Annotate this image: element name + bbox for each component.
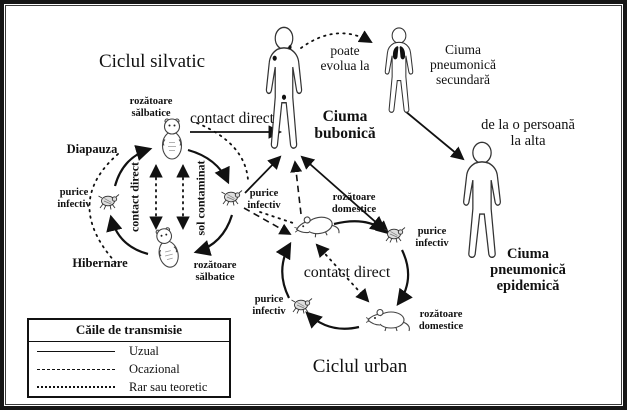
flea-urban-bottom-icon bbox=[291, 298, 313, 314]
arrow-urban-flea-bottom-to-rat-top bbox=[275, 241, 292, 299]
arrow-urban-rat-bottom-to-flea-bottom bbox=[305, 311, 360, 330]
infective-flea-left-label: purice infectiv bbox=[57, 187, 91, 210]
bubonic-plague-label: Ciuma bubonică bbox=[314, 108, 376, 143]
may-evolve-label: poate evolua la bbox=[320, 43, 370, 74]
contact-direct-to-human-label: contact direct bbox=[190, 110, 274, 127]
legend-item-label: Rar sau teoretic bbox=[129, 379, 208, 394]
legend-item-usual: Uzual bbox=[29, 342, 229, 360]
person-to-person-label: de la o persoană la alta bbox=[481, 117, 575, 150]
pneumonic-epidemic-figure bbox=[463, 141, 501, 258]
arrow-dotted-rat-rat-contact bbox=[315, 243, 370, 303]
infective-flea-middle-label: purice infectiv bbox=[247, 188, 281, 211]
hibernation-label: Hibernare bbox=[72, 256, 128, 270]
connector-layer bbox=[88, 30, 465, 330]
infective-flea-urban-right-label: purice infectiv bbox=[415, 226, 449, 249]
legend-title: Căile de transmisie bbox=[29, 320, 229, 342]
wild-rodents-top-label: rozătoare sălbatice bbox=[129, 96, 173, 119]
black-lungs-icon bbox=[392, 46, 406, 60]
wild-rodents-bottom-label: rozătoare sălbatice bbox=[193, 260, 237, 283]
pneumonic-epidemic-label: Ciuma pneumonică epidemică bbox=[490, 246, 566, 295]
pneumonic-secondary-figure bbox=[384, 27, 414, 113]
legend-item-label: Uzual bbox=[129, 343, 159, 358]
arrow-dashed-rat-to-human bbox=[290, 160, 303, 215]
bubo-spots bbox=[272, 45, 292, 100]
arrow-person-to-person bbox=[404, 110, 465, 161]
bubonic-patient-figure bbox=[265, 26, 303, 149]
arrow-sylvatic-flea-to-rodent-top bbox=[113, 145, 153, 187]
arrow-dotted-may-evolve bbox=[300, 30, 373, 49]
arrow-urban-flea-right-to-rat-bottom bbox=[396, 249, 413, 307]
flea-sylvatic-left-icon bbox=[98, 194, 120, 210]
arrow-sylvatic-rodent-top-to-flea-right bbox=[187, 148, 230, 185]
transmission-legend: Căile de transmisie Uzual Ocazional Rar … bbox=[27, 318, 231, 398]
contact-direct-inner-label: contact direct bbox=[127, 161, 142, 233]
arrow-dashed-flea-to-rat bbox=[243, 207, 292, 235]
flea-sylvatic-right-icon bbox=[221, 190, 243, 206]
pneumonic-secondary-label: Ciuma pneumonică secundară bbox=[430, 42, 496, 88]
wild-rodent-top-icon bbox=[161, 118, 183, 160]
arc-dotted-sylvatic-right bbox=[196, 122, 249, 181]
arrow-sylvatic-rodent-bottom-to-flea-left bbox=[106, 214, 149, 256]
dotted-line-sample bbox=[37, 386, 115, 388]
legend-item-occasional: Ocazional bbox=[29, 360, 229, 378]
domestic-rodents-bottom-label: rozătoare domestice bbox=[418, 309, 464, 332]
arrow-sylvatic-flea-right-to-rodent-bottom bbox=[193, 214, 234, 256]
arrow-dotted-flea-to-rat bbox=[259, 211, 297, 225]
legend-item-label: Ocazional bbox=[129, 361, 180, 376]
domestic-rat-bottom-icon bbox=[366, 308, 410, 332]
dashed-line-sample bbox=[37, 368, 115, 370]
solid-line-sample bbox=[37, 350, 115, 352]
legend-item-rare: Rar sau teoretic bbox=[29, 378, 229, 396]
arrow-flea-to-bubonic-human bbox=[244, 155, 282, 194]
wild-rodent-bottom-icon bbox=[155, 227, 179, 268]
domestic-rodents-top-label: rozătoare domestice bbox=[331, 192, 377, 215]
urban-cycle-title: Ciclul urban bbox=[312, 356, 408, 377]
infective-flea-urban-bottom-label: purice infectiv bbox=[252, 294, 286, 317]
contaminated-soil-label: sol contaminat bbox=[193, 160, 208, 236]
flea-urban-right-icon bbox=[384, 227, 406, 243]
diapause-label: Diapauza bbox=[66, 142, 118, 156]
contact-direct-urban-label: contact direct bbox=[303, 264, 391, 281]
arc-dotted-diapause-hibernation bbox=[88, 153, 119, 264]
sylvatic-cycle-title: Ciclul silvatic bbox=[98, 51, 206, 72]
arrow-urban-rat-to-flea-right bbox=[333, 215, 387, 233]
